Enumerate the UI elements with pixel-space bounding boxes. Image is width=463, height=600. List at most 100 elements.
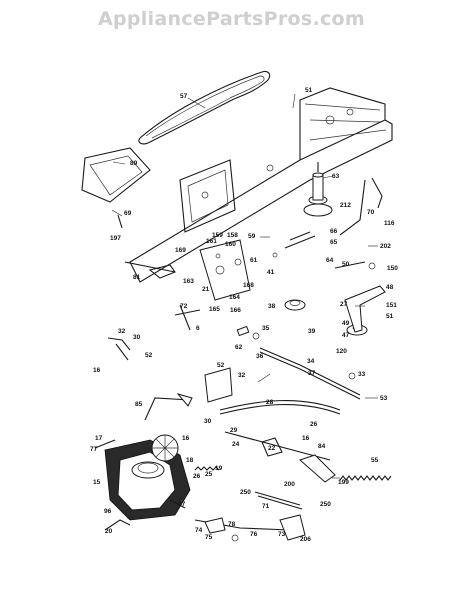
callout-62: 62 (235, 344, 243, 351)
callout-52b: 52 (217, 362, 225, 369)
callout-55: 55 (371, 457, 379, 464)
callout-120: 120 (336, 348, 347, 355)
lower-linkage (194, 514, 306, 541)
callout-89: 89 (130, 160, 138, 167)
callout-38: 38 (268, 303, 276, 310)
callout-18: 18 (186, 457, 194, 464)
callout-165: 165 (209, 306, 220, 313)
callout-160: 160 (225, 241, 236, 248)
callout-151: 151 (386, 302, 397, 309)
callout-96: 96 (104, 508, 112, 515)
callout-212: 212 (340, 202, 351, 209)
callout-250: 250 (240, 489, 251, 496)
callout-169: 169 (175, 247, 186, 254)
callout-26b: 26 (193, 473, 201, 480)
pulley-assembly (303, 162, 333, 217)
cooling-fan (151, 434, 179, 462)
lower-rod (254, 491, 303, 510)
extension-spring (339, 475, 392, 481)
callout-84: 84 (318, 443, 326, 450)
callout-250b: 250 (320, 501, 331, 508)
callout-47: 47 (342, 332, 350, 339)
callout-37: 37 (308, 370, 316, 377)
callout-28: 28 (266, 399, 274, 406)
callout-159: 159 (212, 232, 223, 239)
callout-116: 116 (384, 220, 395, 227)
callout-30b: 30 (204, 418, 212, 425)
callout-53: 53 (380, 395, 388, 402)
callout-39: 39 (308, 328, 316, 335)
idler-pulley (284, 299, 306, 311)
callout-163: 163 (183, 278, 194, 285)
callout-72: 72 (180, 303, 188, 310)
watermark-text: AppliancePartsPros.com (97, 8, 365, 30)
brake-lever (299, 454, 336, 483)
callout-197: 197 (110, 235, 121, 242)
callout-32: 32 (118, 328, 126, 335)
callout-41: 41 (267, 269, 275, 276)
callout-63: 63 (332, 173, 340, 180)
callout-69: 69 (124, 210, 132, 217)
callout-19: 19 (215, 465, 223, 472)
callout-6: 6 (196, 325, 200, 332)
callout-199: 199 (338, 479, 349, 486)
callout-164: 164 (229, 294, 240, 301)
mounting-bracket (204, 367, 233, 403)
callout-73: 73 (278, 531, 286, 538)
callout-161: 161 (206, 238, 217, 245)
shift-linkage (124, 239, 251, 331)
callout-57: 57 (180, 93, 188, 100)
callout-168: 168 (243, 282, 254, 289)
idler-bracket (344, 285, 386, 333)
callout-51: 51 (305, 87, 313, 94)
callout-166: 166 (230, 307, 241, 314)
callout-81: 81 (133, 274, 141, 281)
callout-78: 78 (228, 521, 236, 528)
callout-75: 75 (205, 534, 213, 541)
callout-20: 20 (105, 528, 113, 535)
callout-16: 16 (93, 367, 101, 374)
callout-202: 202 (380, 243, 391, 250)
callout-52: 52 (145, 352, 153, 359)
callout-74: 74 (195, 527, 203, 534)
callout-29: 29 (230, 427, 238, 434)
drive-belt (138, 70, 271, 145)
callout-158: 158 (227, 232, 238, 239)
shift-rod (259, 347, 361, 400)
callout-15: 15 (93, 479, 101, 486)
leader-lines (111, 93, 378, 479)
callout-33: 33 (358, 371, 366, 378)
callout-76: 76 (250, 531, 258, 538)
callout-17: 17 (95, 435, 103, 442)
callout-30: 30 (133, 334, 141, 341)
callout-34: 34 (307, 358, 315, 365)
compression-spring (194, 466, 220, 471)
callout-48: 48 (386, 284, 394, 291)
callout-150: 150 (387, 265, 398, 272)
callout-77: 77 (90, 446, 98, 453)
callout-27: 27 (340, 301, 348, 308)
callout-51b: 51 (386, 313, 394, 320)
callout-200: 200 (284, 481, 295, 488)
callout-61: 61 (250, 257, 258, 264)
callout-50: 50 (342, 261, 350, 268)
callout-22: 22 (268, 445, 276, 452)
callout-32b: 32 (238, 372, 246, 379)
callout-65: 65 (330, 239, 338, 246)
callout-35: 35 (262, 325, 270, 332)
callout-25: 25 (205, 471, 213, 478)
callout-labels: 57 51 89 69 63 212 70 116 197 59 66 65 2… (90, 87, 398, 543)
callout-16c: 16 (302, 435, 310, 442)
callout-24: 24 (232, 441, 240, 448)
callout-16b: 16 (182, 435, 190, 442)
callout-49: 49 (342, 320, 350, 327)
callout-71: 71 (262, 503, 270, 510)
callout-85: 85 (135, 401, 143, 408)
brake-rod (144, 393, 341, 421)
callout-66: 66 (330, 228, 338, 235)
callout-64: 64 (326, 257, 334, 264)
callout-77b: 77 (178, 501, 186, 508)
callout-70: 70 (367, 209, 375, 216)
callout-26: 26 (310, 421, 318, 428)
